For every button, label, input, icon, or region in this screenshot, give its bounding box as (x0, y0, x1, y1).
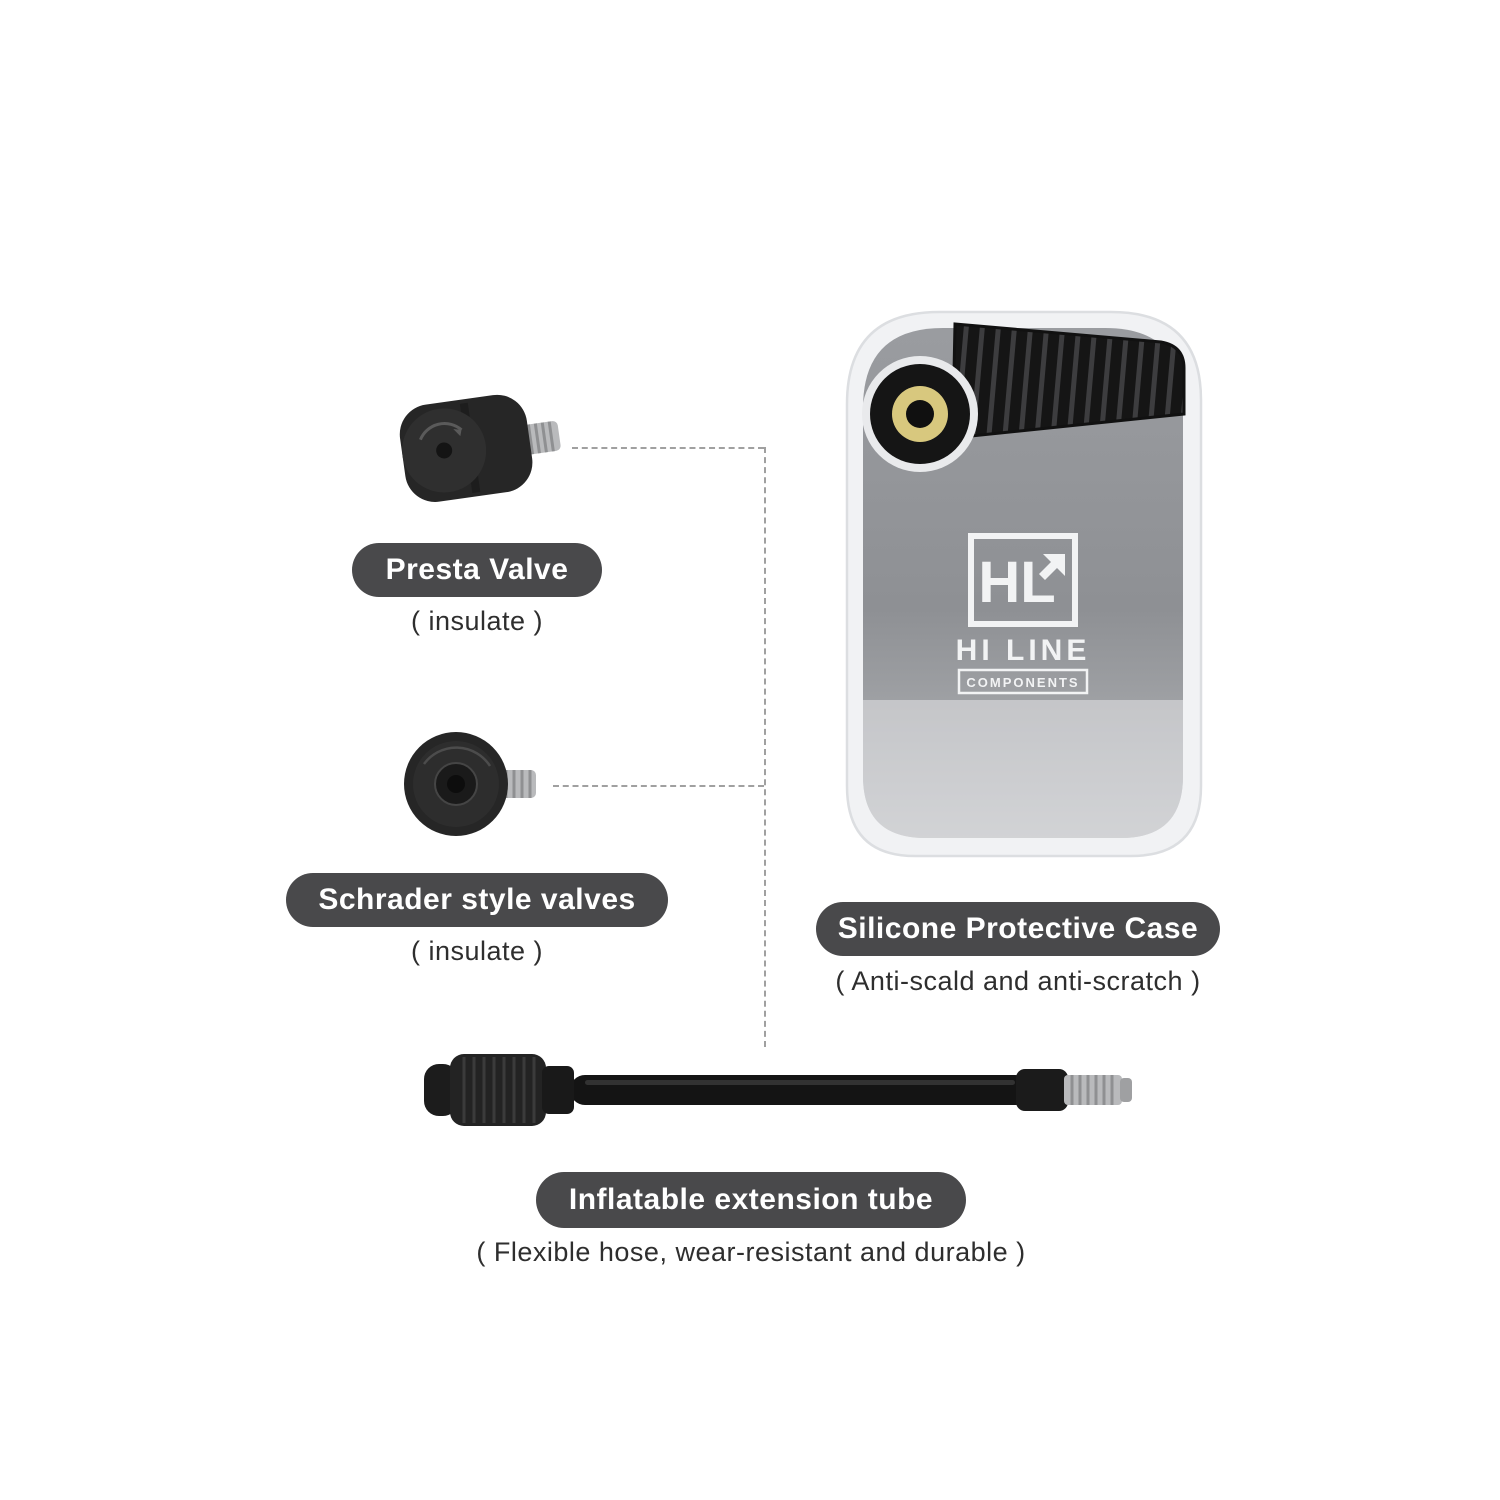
presta-valve-body (399, 394, 561, 502)
tube-right-collar (1016, 1069, 1068, 1111)
logo-line2: COMPONENTS (966, 675, 1079, 690)
schrader-center-hole (447, 775, 465, 793)
nozzle-hole (906, 400, 934, 428)
extension-tube-subtitle: ( Flexible hose, wear-resistant and dura… (476, 1237, 1026, 1267)
presta-valve-label: Presta Valve (352, 543, 602, 597)
case-lower-overlay (863, 700, 1183, 838)
callout-line-vertical (764, 447, 766, 1047)
silicone-case-label: Silicone Protective Case (816, 902, 1220, 956)
tube-right-tip (1016, 1069, 1132, 1111)
silicone-case-subtitle: ( Anti-scald and anti-scratch ) (835, 966, 1201, 996)
tube-hose (570, 1075, 1030, 1105)
callout-line-schrader (553, 785, 764, 787)
logo-line1: HI LINE (956, 634, 1091, 667)
presta-valve-subtitle: ( insulate ) (410, 606, 544, 636)
schrader-valve-subtitle: ( insulate ) (410, 936, 544, 966)
logo-monogram: HL (978, 550, 1055, 615)
presta-face-marking (419, 422, 463, 441)
pump-device-image: HL HI LINE COMPONENTS (845, 310, 1203, 858)
tube-thread-lines (1070, 1075, 1114, 1105)
presta-center-hole (436, 442, 453, 459)
tube-knurl-ribs (462, 1057, 536, 1123)
extension-tube-label: Inflatable extension tube (536, 1172, 966, 1228)
callout-line-presta (572, 447, 764, 449)
tube-left-collar (542, 1066, 574, 1114)
hi-line-logo: HL HI LINE COMPONENTS (956, 533, 1091, 695)
schrader-valve-label: Schrader style valves (286, 873, 668, 927)
air-nozzle (862, 356, 978, 472)
extension-tube-image (424, 1054, 1132, 1126)
logo-square (968, 533, 1078, 627)
logo-components-box (957, 668, 1089, 695)
presta-face-arrow (453, 428, 462, 437)
presta-valve-image (399, 394, 561, 502)
schrader-face-marking (422, 746, 492, 767)
tube-tip-end (1120, 1078, 1132, 1102)
schrader-valve-image (404, 732, 536, 836)
tube-left-cap (424, 1064, 458, 1116)
presta-thread-lines (526, 421, 555, 455)
tube-hose-highlight (585, 1080, 1015, 1085)
logo-arrow-icon (1039, 554, 1065, 580)
tube-left-connector (424, 1054, 574, 1126)
